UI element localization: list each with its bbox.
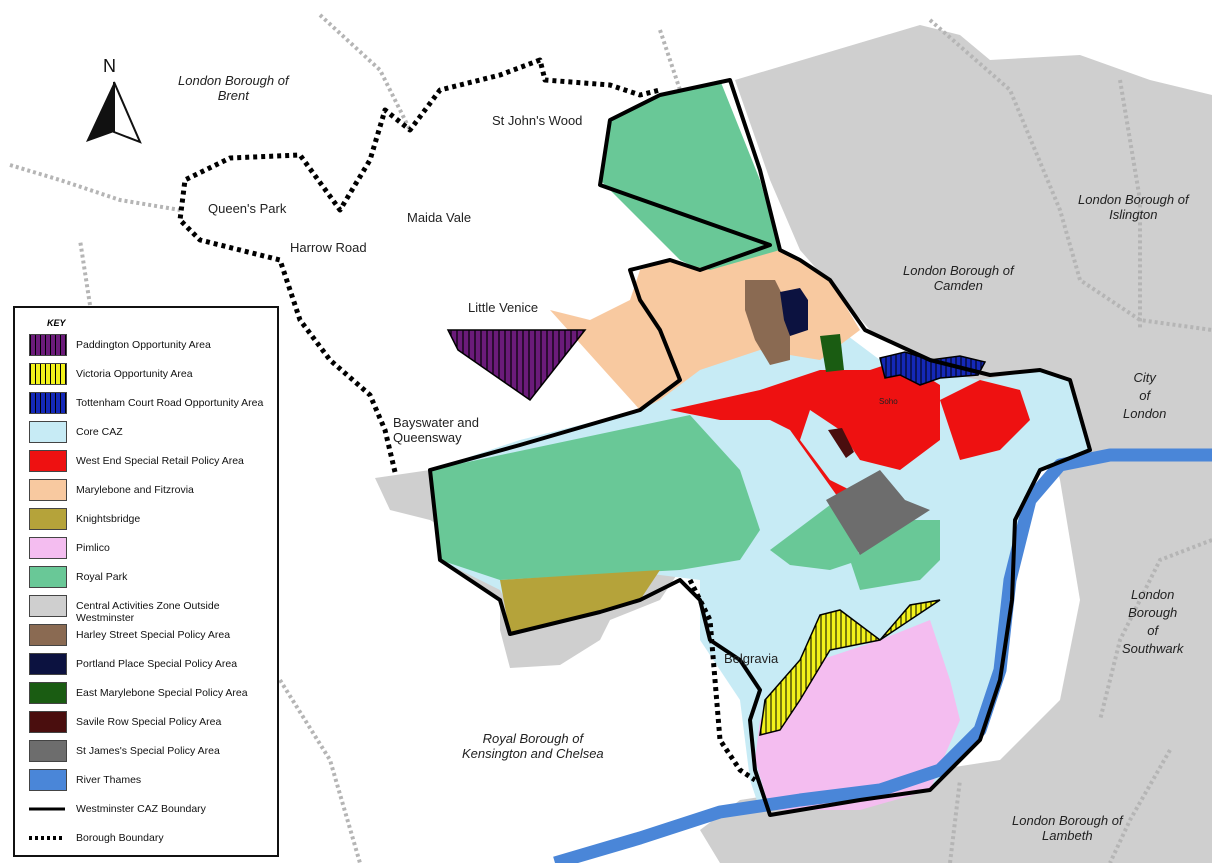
north-label: N: [103, 56, 116, 76]
label-soho: Soho: [879, 397, 898, 406]
legend-item: Westminster CAZ Boundary: [29, 798, 279, 822]
legend-item-label: West End Special Retail Policy Area: [76, 455, 244, 467]
legend-item: East Marylebone Special Policy Area: [29, 682, 279, 706]
pimlico: [755, 620, 960, 810]
legend-item-label: Paddington Opportunity Area: [76, 339, 211, 351]
river-thames: [553, 448, 1212, 863]
legend-swatch: [29, 769, 67, 791]
legend-item: Pimlico: [29, 537, 279, 561]
north-arrow-icon: [86, 81, 142, 144]
legend-item-label: Core CAZ: [76, 426, 123, 438]
legend-swatch: [29, 450, 67, 472]
royal-park-hyde: [430, 415, 760, 580]
legend-item-label: River Thames: [76, 774, 142, 786]
label-queens-park: Queen's Park: [208, 201, 287, 216]
west-end-retail: [670, 360, 940, 500]
legend-swatch-dotted-line: [29, 827, 67, 849]
legend-item: Savile Row Special Policy Area: [29, 711, 279, 735]
legend-swatch: [29, 479, 67, 501]
legend-title: KEY: [47, 318, 66, 328]
royal-park-green: [770, 505, 860, 570]
paddington-opportunity-area: [446, 329, 587, 402]
legend-swatch: [29, 595, 67, 617]
legend-swatch-hatched: [29, 334, 67, 356]
legend-item: Paddington Opportunity Area: [29, 334, 279, 358]
legend-swatch: [29, 421, 67, 443]
legend-item: Royal Park: [29, 566, 279, 590]
legend-item: Borough Boundary: [29, 827, 279, 851]
label-belgravia: Belgravia: [724, 651, 779, 666]
savile-row: [828, 428, 854, 458]
legend-item: St James's Special Policy Area: [29, 740, 279, 764]
legend-item-label: Portland Place Special Policy Area: [76, 658, 238, 670]
legend-item: Knightsbridge: [29, 508, 279, 532]
legend-item: Harley Street Special Policy Area: [29, 624, 279, 648]
legend-swatch: [29, 624, 67, 646]
east-marylebone: [820, 334, 844, 372]
legend-item-label: Knightsbridge: [76, 513, 141, 525]
label-maida-vale: Maida Vale: [407, 210, 472, 225]
westminster-caz-boundary: [428, 78, 1092, 817]
legend-item-label: Harley Street Special Policy Area: [76, 629, 231, 641]
knightsbridge: [500, 570, 660, 634]
legend-swatch-solid-line: [29, 798, 67, 820]
marylebone-fitzrovia: [550, 250, 860, 410]
west-end-retail-east: [940, 380, 1030, 460]
legend-swatch-hatched: [29, 392, 67, 414]
legend-swatch-hatched: [29, 363, 67, 385]
royal-park-regents: [600, 80, 780, 275]
victoria-opportunity-area: [759, 599, 941, 736]
legend-item: Central Activities Zone Outside Westmins…: [29, 595, 279, 624]
legend-item-label: Pimlico: [76, 542, 110, 554]
legend-item: Tottenham Court Road Opportunity Area: [29, 392, 279, 416]
legend-swatch: [29, 537, 67, 559]
harley-street: [745, 280, 790, 365]
outer-borough-boundaries: [9, 13, 1212, 863]
legend-swatch: [29, 711, 67, 733]
legend-item-label: Savile Row Special Policy Area: [76, 716, 222, 728]
legend-item-label: Royal Park: [76, 571, 128, 583]
legend-swatch: [29, 566, 67, 588]
legend-swatch: [29, 682, 67, 704]
legend-swatch: [29, 653, 67, 675]
caz-outside-westminster: [700, 25, 1212, 863]
legend-item: Portland Place Special Policy Area: [29, 653, 279, 677]
legend-item-label: Marylebone and Fitzrovia: [76, 484, 194, 496]
label-little-venice: Little Venice: [468, 300, 539, 315]
legend-swatch: [29, 508, 67, 530]
legend-item: Victoria Opportunity Area: [29, 363, 279, 387]
legend-item: Core CAZ: [29, 421, 279, 445]
st-james: [826, 470, 930, 555]
legend-item-label: Victoria Opportunity Area: [76, 368, 193, 380]
legend-item-label: Central Activities Zone Outside Westmins…: [76, 600, 220, 624]
legend-item: West End Special Retail Policy Area: [29, 450, 279, 474]
legend-item: River Thames: [29, 769, 279, 793]
label-st-johns-wood: St John's Wood: [492, 113, 583, 128]
royal-park-st-james: [850, 520, 940, 590]
westminster-borough-boundary: [177, 57, 661, 473]
legend-item-label: East Marylebone Special Policy Area: [76, 687, 248, 699]
legend-item-label: St James's Special Policy Area: [76, 745, 220, 757]
legend-item-label: Tottenham Court Road Opportunity Area: [76, 397, 264, 409]
legend-item-label: Westminster CAZ Boundary: [76, 803, 206, 815]
legend-item: Marylebone and Fitzrovia: [29, 479, 279, 503]
label-harrow-road: Harrow Road: [290, 240, 367, 255]
legend-swatch: [29, 740, 67, 762]
portland-place: [780, 288, 808, 336]
legend-item-label: Borough Boundary: [76, 832, 164, 844]
